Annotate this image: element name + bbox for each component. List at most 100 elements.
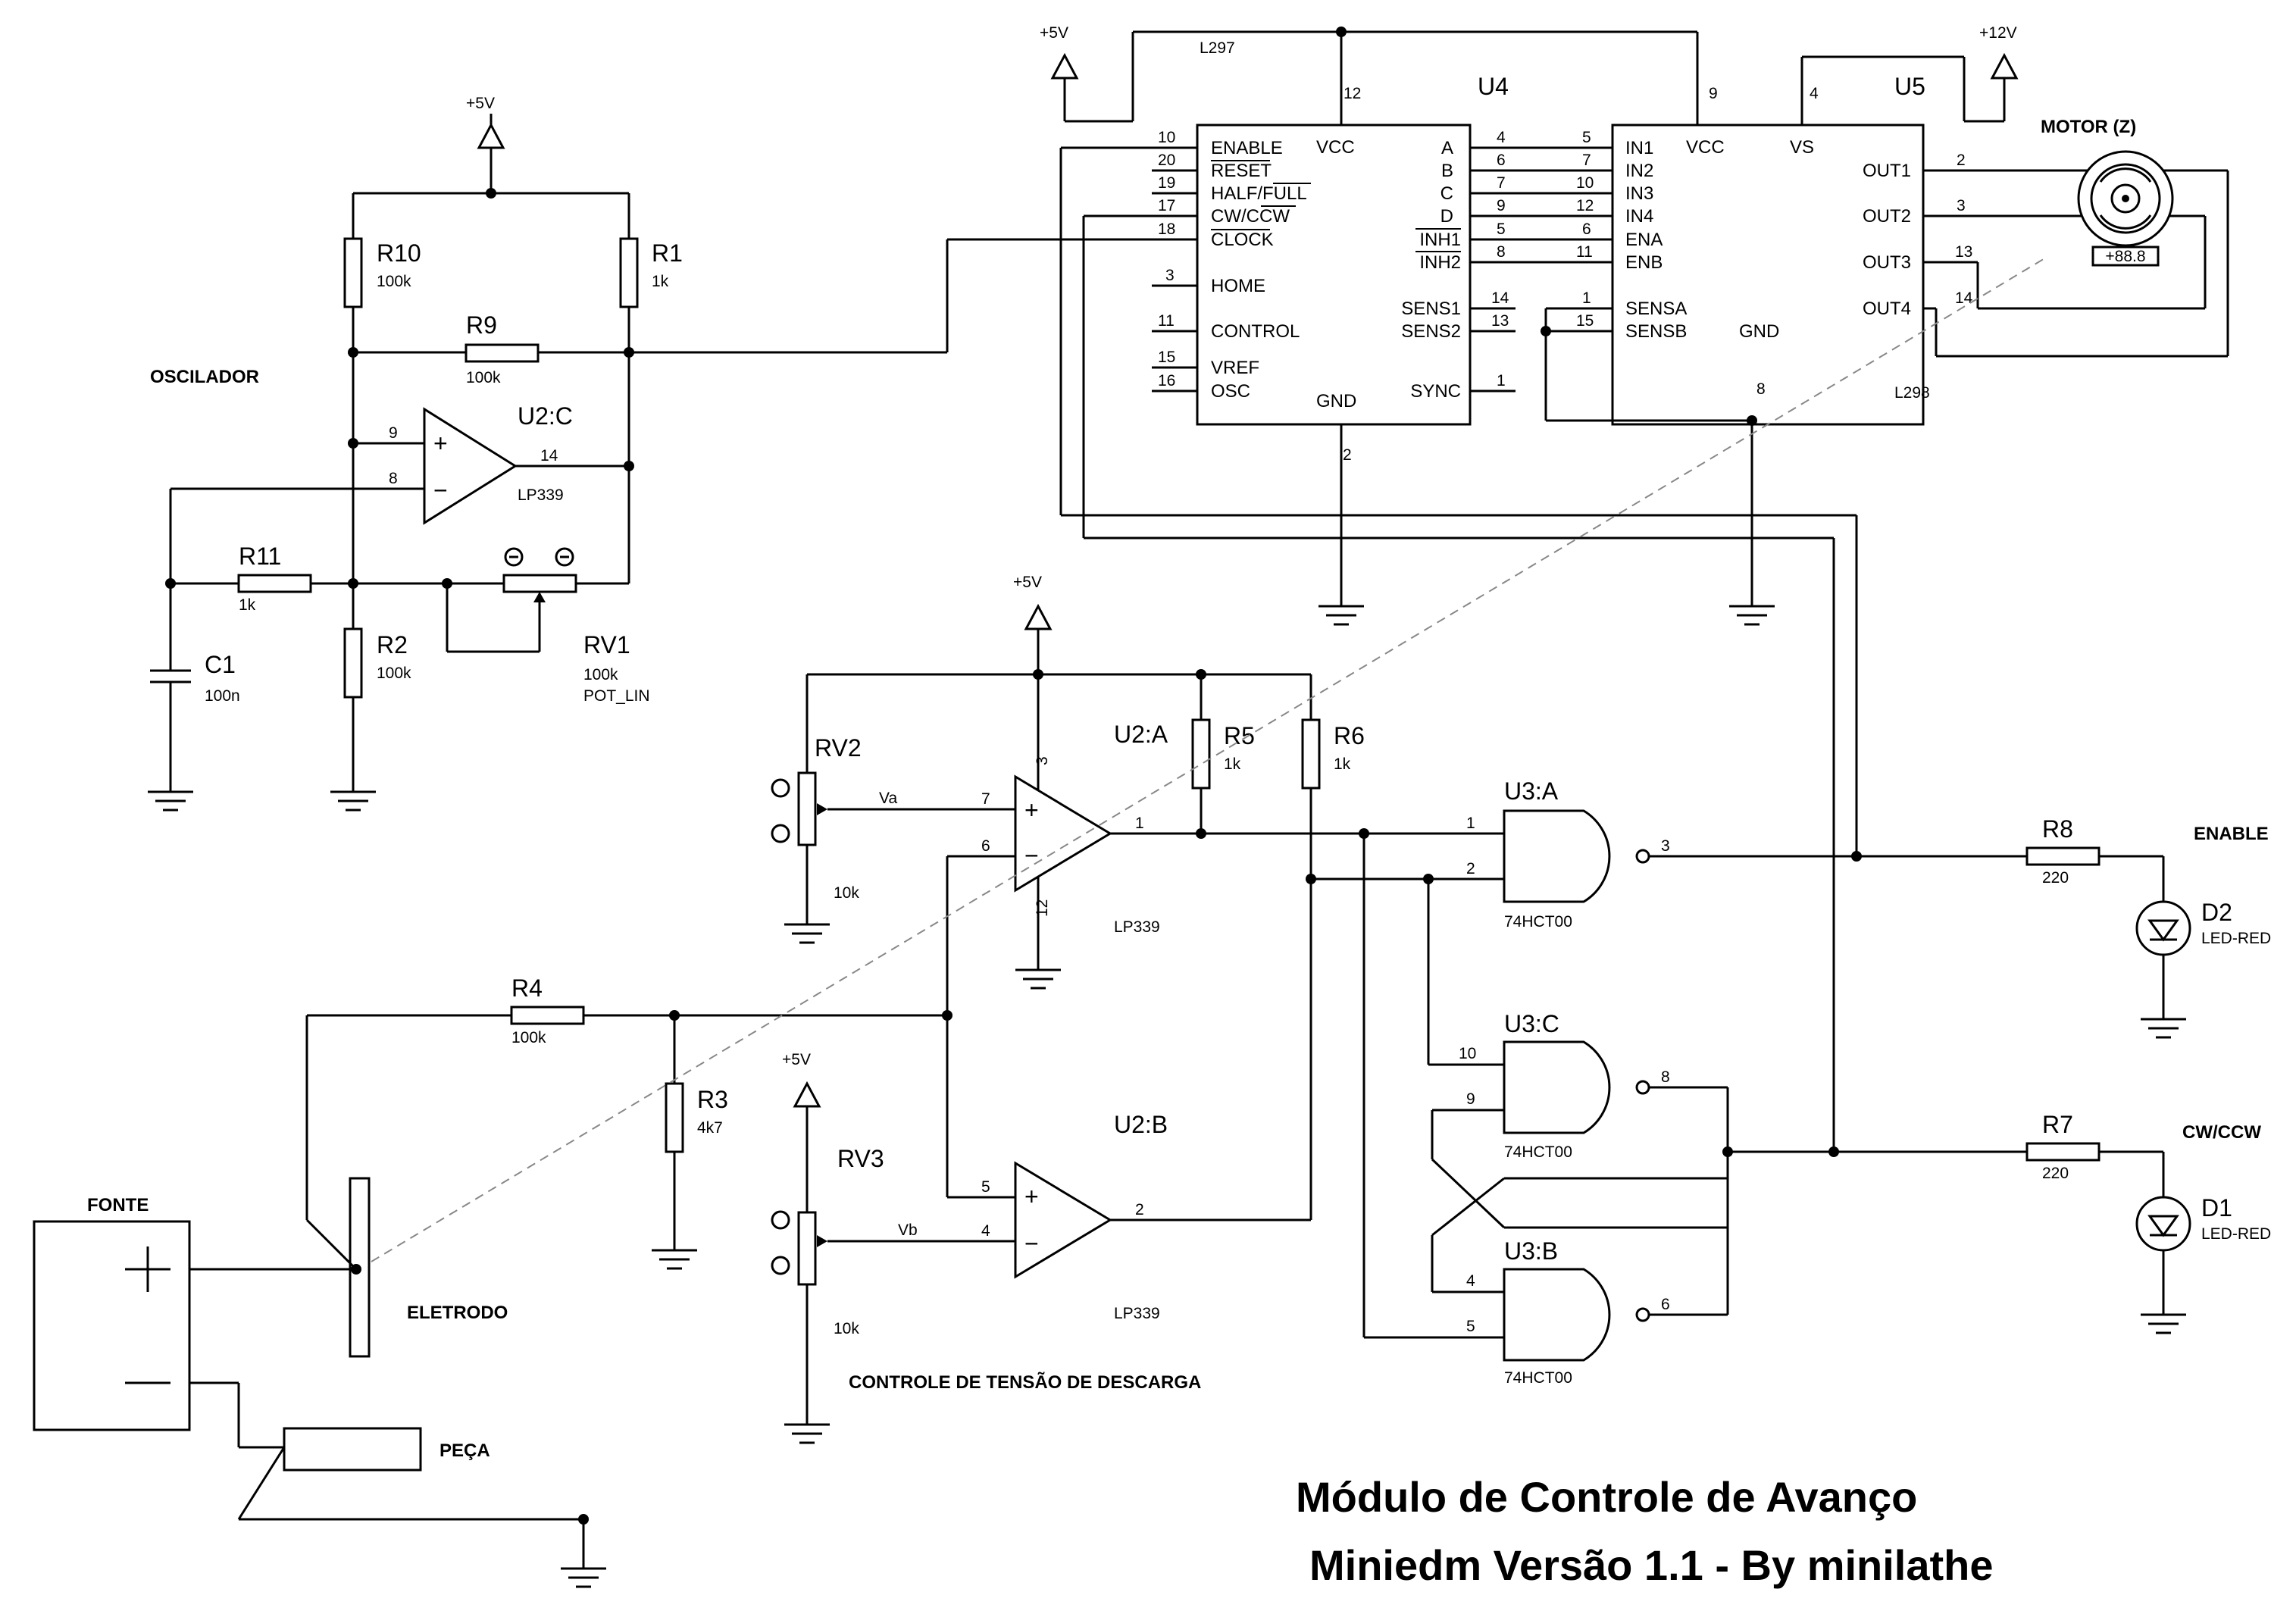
motor-value: +88.8: [2105, 248, 2145, 265]
pot-rv1: [502, 574, 577, 593]
r9-value: 100k: [466, 369, 501, 386]
rv1-ref: RV1: [583, 631, 630, 658]
resistor-r5: [1191, 718, 1211, 790]
u4-pin-num: 14: [1491, 289, 1509, 307]
u3c-part: 74HCT00: [1504, 1143, 1572, 1161]
u4-pin-num: 11: [1158, 312, 1175, 330]
u4-right-pins: 4 6 7 9 5 8 14 13 1 A B C D INH1 INH2 SE…: [1401, 129, 1613, 402]
supply-label: +5V: [1013, 574, 1042, 591]
u5-pin-name: OUT3: [1863, 252, 1911, 273]
u5-pin-num: 1: [1582, 289, 1591, 307]
rv3-ref: RV3: [837, 1145, 884, 1172]
u3a-pin: 2: [1466, 860, 1475, 877]
u3a-ref: U3:A: [1504, 777, 1559, 805]
u5-vs: VS: [1790, 137, 1814, 158]
u5-pin-num: 6: [1582, 221, 1591, 238]
u4-pin-name: CONTROL: [1211, 321, 1300, 342]
u5-pin-num: 14: [1955, 289, 1973, 307]
supply-arrow-icon: [1990, 52, 2019, 80]
u2c-pin-plus: 9: [389, 424, 398, 442]
u5-ref: U5: [1894, 73, 1925, 100]
u4-pin-name: HOME: [1211, 276, 1265, 296]
ground-icon: [1015, 968, 1061, 990]
pot-rv2: [797, 771, 817, 846]
u4-pin-name: HALF/FULL: [1211, 183, 1307, 204]
u5-pin-name: IN2: [1625, 161, 1653, 181]
r4-ref: R4: [511, 974, 543, 1002]
r10-ref: R10: [377, 239, 421, 267]
u5-pin-name: IN4: [1625, 206, 1653, 227]
u4-pin-num: 9: [1497, 197, 1506, 214]
workpiece-icon: [283, 1427, 422, 1472]
u2c-plus: +: [433, 430, 448, 457]
rv3-value: 10k: [834, 1320, 859, 1337]
u4-pin-num: 1: [1497, 372, 1506, 389]
ground-icon: [561, 1567, 606, 1588]
u2b-plus: +: [1024, 1183, 1039, 1210]
resistor-r7: [2025, 1142, 2100, 1162]
u3a-part: 74HCT00: [1504, 913, 1572, 931]
u4-pin-num: 15: [1158, 349, 1175, 366]
pot-rv3: [797, 1211, 817, 1286]
u3b-pin: 4: [1466, 1272, 1475, 1290]
d2-value: LED-RED: [2201, 930, 2271, 947]
controle-label: CONTROLE DE TENSÃO DE DESCARGA: [849, 1372, 1201, 1393]
ic-u5-l298: U5 L298 VCC VS GND 9 4 8 5 7 10 12 6 11 …: [1541, 24, 2228, 626]
r11-ref: R11: [239, 543, 281, 570]
c1-ref: C1: [205, 651, 236, 678]
opamp-u2c: [423, 407, 518, 525]
u4-pin-num: 8: [1497, 243, 1506, 261]
ground-icon: [330, 790, 376, 812]
u3c-pin: 10: [1459, 1045, 1476, 1062]
u4-pin-num: 19: [1158, 174, 1175, 192]
rv1-value: 100k: [583, 666, 618, 683]
u2c-minus: −: [433, 477, 448, 504]
u4-pin-num: 3: [1165, 267, 1175, 284]
u2b-pin-out: 2: [1135, 1201, 1144, 1218]
u4-pin-num: 20: [1158, 152, 1175, 169]
u4-pin-name: ENABLE: [1211, 138, 1283, 158]
u5-pin-name: SENSB: [1625, 321, 1687, 342]
u4-gnd: GND: [1316, 391, 1356, 411]
resistor-r11: [237, 574, 312, 593]
u4-pin-num: 6: [1497, 152, 1506, 169]
pot-end-icon: [771, 824, 790, 843]
motor-readout: [2091, 246, 2160, 267]
u5-pin-num: 15: [1576, 312, 1594, 330]
u5-pin-num: 13: [1955, 243, 1972, 261]
ground-icon: [652, 1249, 697, 1270]
u2b-ref: U2:B: [1114, 1111, 1168, 1138]
u4-part: L297: [1200, 39, 1235, 57]
motor-label: MOTOR (Z): [2041, 117, 2136, 137]
u5-pin-name: ENA: [1625, 230, 1663, 250]
rv2-ref: RV2: [815, 734, 862, 762]
u2b-pin-minus: 4: [981, 1222, 990, 1240]
u4-pin-num: 13: [1491, 312, 1509, 330]
gate-u3c: [1503, 1040, 1611, 1134]
pot-end-icon: [771, 778, 790, 798]
r6-ref: R6: [1334, 722, 1365, 749]
u3a-pin: 3: [1661, 837, 1670, 855]
u4-gnd-pin: 2: [1343, 446, 1352, 464]
supply-label: +12V: [1979, 24, 2017, 42]
u5-pin-name: ENB: [1625, 252, 1663, 273]
u2b-part: LP339: [1114, 1305, 1160, 1322]
r7-ref: R7: [2042, 1111, 2073, 1138]
fonte-label: FONTE: [87, 1195, 149, 1215]
ground-icon: [784, 1423, 830, 1444]
control-wires: [1059, 146, 1858, 1152]
ground-icon: [1318, 605, 1364, 626]
u5-pin-num: 11: [1576, 243, 1593, 261]
u2c-pin-minus: 8: [389, 470, 398, 487]
r2-value: 100k: [377, 665, 411, 682]
supply-arrow-icon: [477, 122, 505, 149]
u2a-pin-minus: 6: [981, 837, 990, 855]
u4-pin-num: 4: [1497, 129, 1506, 146]
opamp-u2a: [1014, 774, 1112, 893]
u4-pin-num: 16: [1158, 372, 1175, 389]
r1-value: 1k: [652, 273, 669, 290]
u4-pin-name: INH2: [1419, 252, 1461, 273]
u5-pin-num: 10: [1576, 174, 1594, 192]
u2c-part: LP339: [518, 486, 564, 504]
